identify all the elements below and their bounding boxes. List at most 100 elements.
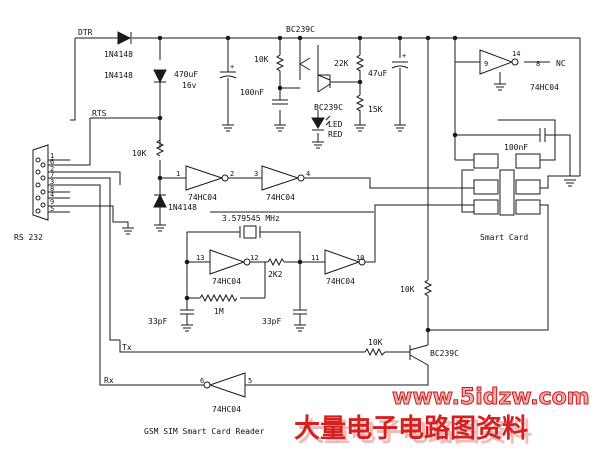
inverter-1-label: 74HC04 xyxy=(188,193,217,202)
capacitor-33pf-left: 33pF xyxy=(148,309,194,326)
capacitor-470uf-label: 470uF xyxy=(174,70,198,79)
watermark: www.5idzw.com 大量电子电路图资料 大量电子电路图资料 xyxy=(294,385,590,449)
resistor-22k: 22K xyxy=(334,54,365,72)
transistor-q1b-label: BC239C xyxy=(314,103,343,112)
diode-d3: 1N4148 xyxy=(153,193,197,212)
watermark-url: www.5idzw.com xyxy=(392,385,590,410)
capacitor-100nf-right-label: 100nF xyxy=(504,143,528,152)
inverter-2: 3 4 74HC04 xyxy=(254,165,310,202)
transistor-q1-label: BC239C xyxy=(286,25,315,34)
capacitor-100nf-top: 100nF xyxy=(240,88,288,105)
capacitor-470uf-voltage: 16v xyxy=(182,81,197,90)
watermark-cn-shadow: 大量电子电路图资料 xyxy=(298,417,532,448)
diode-d1-label: 1N4148 xyxy=(104,50,133,59)
inverter-6-label: 74HC04 xyxy=(212,405,241,414)
resistor-10k-tx: 10K xyxy=(364,338,386,357)
inverter-5-label: 74HC04 xyxy=(530,83,559,92)
db9-pin-4: 4 xyxy=(50,191,54,199)
ground-icon xyxy=(394,124,406,132)
inverter-6: 5 6 74HC04 xyxy=(200,372,252,414)
wires xyxy=(70,37,581,386)
diode-d1: 1N4148 xyxy=(104,31,133,59)
db9-pin-8: 8 xyxy=(50,185,54,193)
watermark-cn: 大量电子电路图资料 xyxy=(294,413,528,444)
inverter-1: 1 2 74HC04 xyxy=(176,165,234,202)
resistor-1m: 1M xyxy=(199,293,238,316)
ground-icon xyxy=(222,124,234,132)
resistor-10k-q2: 10K xyxy=(400,279,433,300)
capacitor-33pf-right-label: 33pF xyxy=(262,317,281,326)
diagram-caption: GSM SIM Smart Card Reader xyxy=(144,427,265,436)
inverter-2-pin-out: 4 xyxy=(306,170,310,178)
junction-dots xyxy=(157,35,458,333)
signal-dtr: DTR xyxy=(78,28,93,37)
inverter-3-pin-in: 13 xyxy=(196,254,204,262)
rs232-label: RS 232 xyxy=(14,233,43,242)
resistor-10k-rts-label: 10K xyxy=(132,149,147,158)
inverter-1-pin-out: 2 xyxy=(230,170,234,178)
ground-icon xyxy=(494,83,506,91)
inverter-4: 11 10 74HC04 xyxy=(311,249,366,286)
capacitor-47uf: + 47uF xyxy=(368,52,409,78)
inverter-3-pin-out: 12 xyxy=(250,254,258,262)
smart-card-label: Smart Card xyxy=(480,233,528,242)
signal-labels: DTR RTS Tx Rx xyxy=(78,28,132,385)
inverter-2-pin-in: 3 xyxy=(254,170,258,178)
inverter-5-pin-vcc: 14 xyxy=(512,50,520,58)
inverter-5-pin-in: 9 xyxy=(484,60,488,68)
inverter-4-pin-in: 11 xyxy=(311,254,319,262)
inverter-3: 13 12 74HC04 xyxy=(196,249,258,286)
ground-icon xyxy=(154,224,166,232)
db9-pin-5: 5 xyxy=(50,205,54,213)
crystal-label: 3.579545 MHz xyxy=(222,214,280,223)
capacitor-33pf-left-label: 33pF xyxy=(148,317,167,326)
resistor-10k-tx-label: 10K xyxy=(368,338,383,347)
svg-text:+: + xyxy=(402,52,406,60)
diode-d3-label: 1N4148 xyxy=(168,203,197,212)
ground-icon xyxy=(181,324,193,332)
nc-label: NC xyxy=(556,59,566,68)
led: LED RED xyxy=(311,115,343,139)
resistor-22k-label: 22K xyxy=(334,59,349,68)
db9-pin-3: 3 xyxy=(50,178,54,186)
resistor-10k-top: 10K xyxy=(254,54,285,75)
resistor-10k-top-label: 10K xyxy=(254,55,269,64)
ground-icon xyxy=(312,141,324,149)
transistor-q2: BC239C xyxy=(409,344,459,366)
inverter-5: 9 14 8 NC 74HC04 xyxy=(479,49,566,92)
ground-icon xyxy=(122,227,134,235)
resistor-10k-q2-label: 10K xyxy=(400,285,415,294)
resistor-10k-rts: 10K xyxy=(132,139,165,158)
ground-icon xyxy=(564,179,576,187)
capacitor-47uf-label: 47uF xyxy=(368,69,387,78)
db9-pin-7: 7 xyxy=(50,171,54,179)
ground-icon xyxy=(354,124,366,132)
resistor-15k: 15K xyxy=(355,94,383,114)
inverter-4-pin-out: 10 xyxy=(356,254,364,262)
inverter-3-label: 74HC04 xyxy=(212,277,241,286)
transistor-q1b: BC239C xyxy=(314,74,343,112)
inverter-2-label: 74HC04 xyxy=(266,193,295,202)
signal-tx: Tx xyxy=(122,343,132,352)
diode-d2-label: 1N4148 xyxy=(104,71,133,80)
svg-text:+: + xyxy=(230,63,234,71)
db9-pin-6: 6 xyxy=(50,158,54,166)
capacitor-100nf-top-label: 100nF xyxy=(240,88,264,97)
resistor-2k2: 2K2 xyxy=(267,257,285,279)
ground-icon xyxy=(294,324,306,332)
rs232-connector: 1 6 2 7 3 8 4 9 5 RS 232 xyxy=(14,144,70,242)
resistor-15k-label: 15K xyxy=(368,105,383,114)
inverter-4-label: 74HC04 xyxy=(326,277,355,286)
capacitor-100nf-right: 100nF xyxy=(504,128,555,152)
inverter-1-pin-in: 1 xyxy=(176,170,180,178)
crystal: 3.579545 MHz xyxy=(222,214,280,239)
capacitor-33pf-right: 33pF xyxy=(262,309,307,326)
transistor-q2-label: BC239C xyxy=(430,349,459,358)
diode-d2: 1N4148 xyxy=(104,69,167,84)
inverter-5-pin-out: 8 xyxy=(536,60,540,68)
resistor-2k2-label: 2K2 xyxy=(268,270,283,279)
led-label: LED xyxy=(328,120,343,129)
inverter-6-pin-in: 5 xyxy=(248,377,252,385)
ground-icon xyxy=(274,124,286,132)
